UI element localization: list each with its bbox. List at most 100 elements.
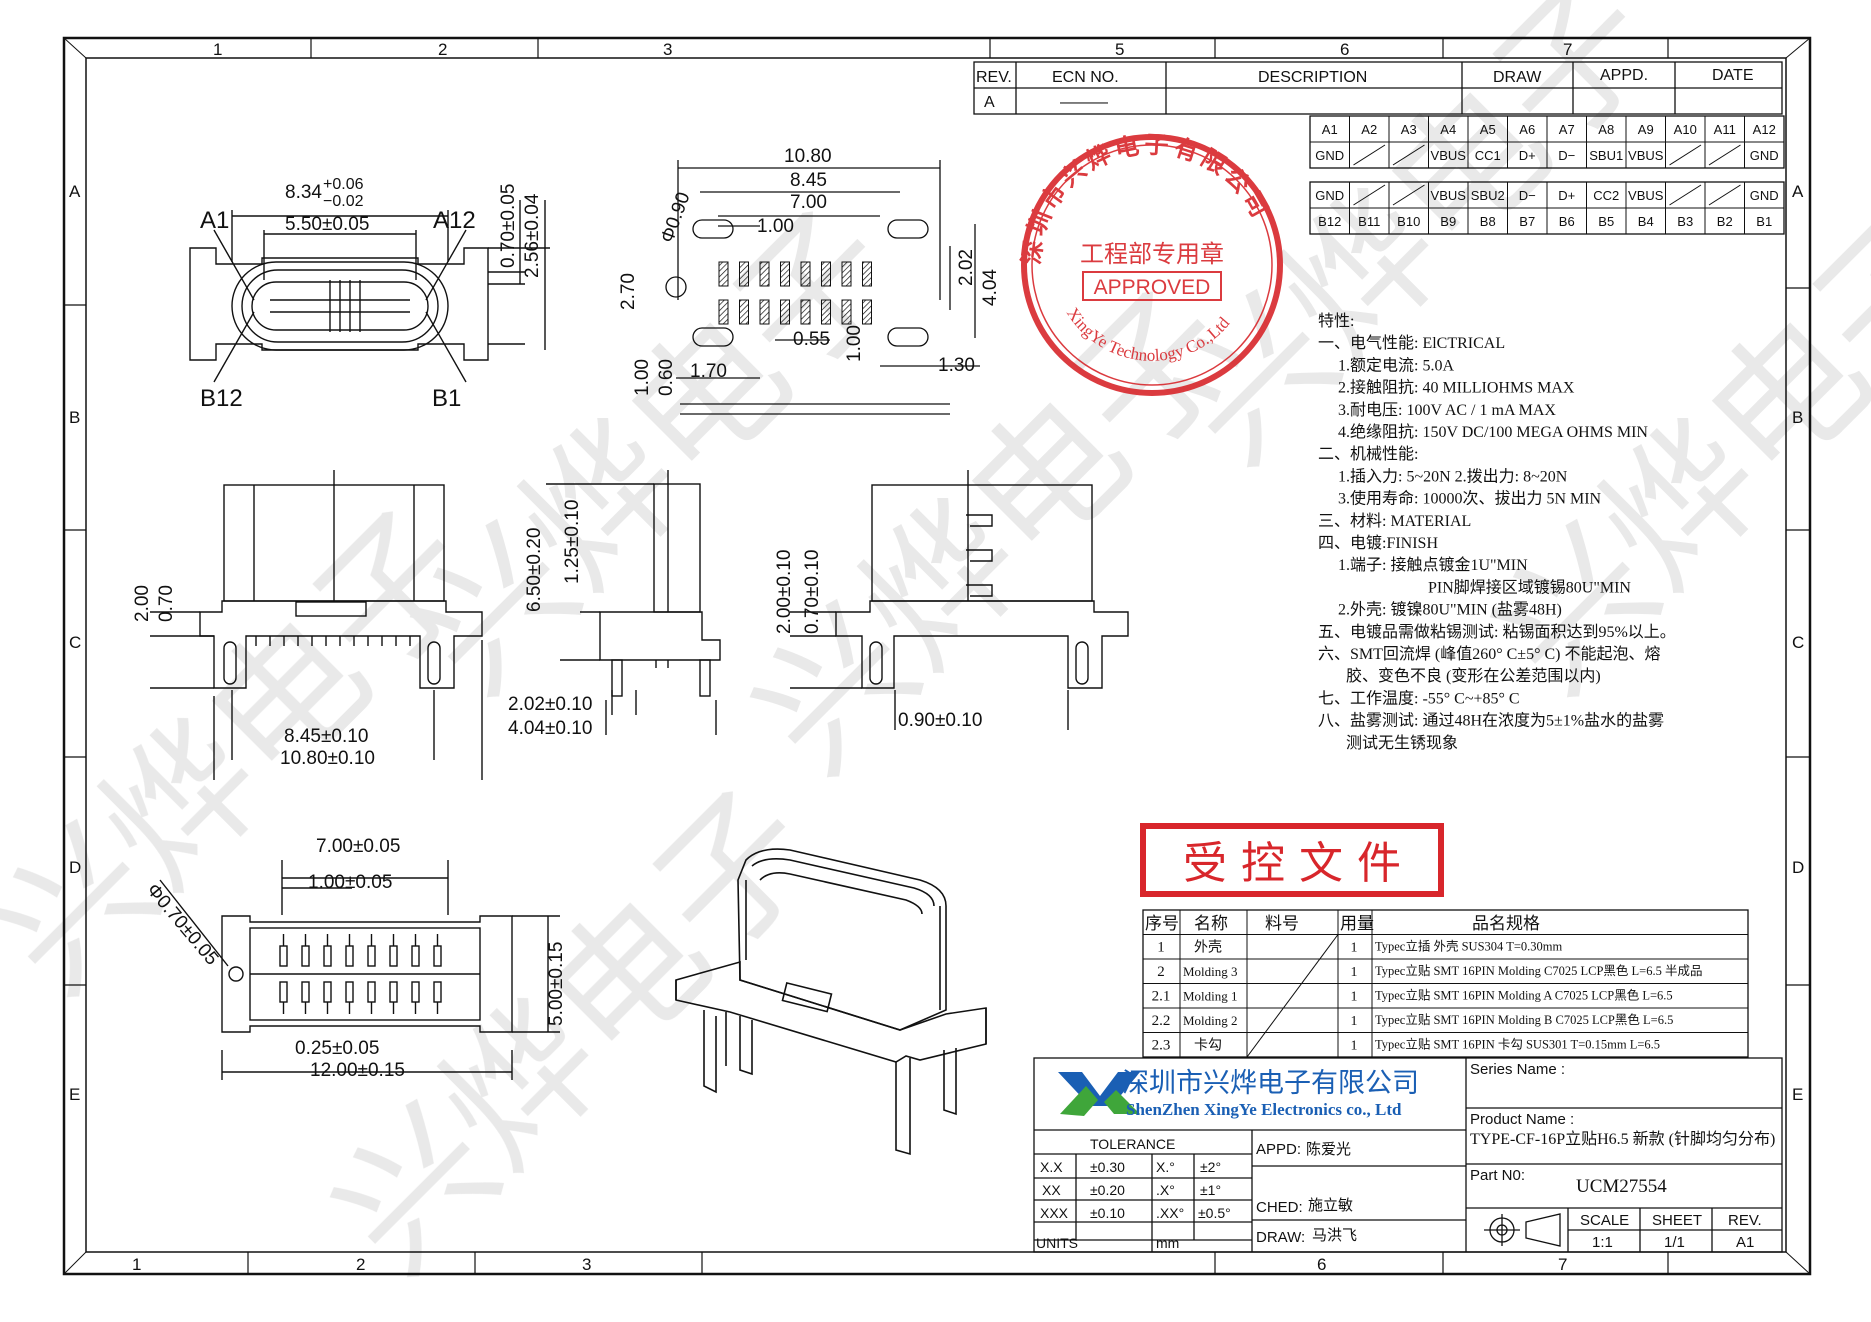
sv-dim-0-70b: 0.70±0.10 [802, 550, 823, 634]
footprint-pad [862, 261, 872, 287]
tol-cell: XX [1042, 1182, 1061, 1198]
pin-cell: VBUS [1628, 148, 1664, 163]
dim-2-56: 2.56±0.04 [522, 193, 543, 278]
col-label: 6 [1317, 1255, 1326, 1274]
draw-value: 马洪飞 [1312, 1227, 1357, 1244]
description-header: DESCRIPTION [1258, 69, 1367, 86]
company-name-en: ShenZhen XingYe Electronics co., Ltd [1126, 1100, 1402, 1119]
spec-line: 1.端子: 接触点镀金1U"MIN [1338, 556, 1528, 574]
spec-line: 2.接触阻抗: 40 MILLIOHMS MAX [1338, 379, 1575, 397]
scale-label: SCALE [1580, 1212, 1629, 1229]
pin-cell: B3 [1677, 214, 1693, 229]
ecn-header: ECN NO. [1052, 69, 1119, 86]
bv-dim-0-25: 0.25±0.05 [295, 1038, 379, 1059]
col-label: 6 [1340, 40, 1349, 59]
revision-table: REV. ECN NO. DESCRIPTION DRAW APPD. DATE… [973, 61, 1783, 115]
label-a12: A12 [433, 207, 476, 234]
footprint-pad [759, 299, 770, 325]
spec-line: 胶、变色不良 (变形在公差范围以内) [1346, 667, 1601, 685]
ecn-value: ——— [1060, 94, 1108, 111]
bottom-pin [345, 945, 354, 967]
pin-cell: GND [1315, 148, 1344, 163]
units-label: UNITS [1036, 1235, 1078, 1251]
row-label: D [69, 858, 81, 877]
footprint-pad [759, 261, 770, 287]
footprint-pad [780, 261, 790, 287]
sv-dim-10-80: 10.80±0.10 [280, 748, 375, 769]
sv-dim-4-04: 4.04±0.10 [508, 718, 592, 739]
pin-cell: B6 [1559, 214, 1575, 229]
front-view-labels: A1 A12 B12 B1 8.34 +0.06 −0.02 5.50±0.05… [200, 176, 543, 412]
spec-line: 3.耐电压: 100V AC / 1 mA MAX [1338, 401, 1556, 419]
spec-line: 1.额定电流: 5.0A [1338, 356, 1454, 374]
specifications: 特性: 一、电气性能: ElCTRICAL 1.额定电流: 5.0A 2.接触阻抗: … [1318, 312, 1676, 752]
row-label: A [69, 182, 81, 201]
pin-cell: A4 [1440, 122, 1456, 137]
spec-line: 一、电气性能: ElCTRICAL [1318, 334, 1505, 352]
side-view-labels: 2.00 0.70 8.45±0.10 10.80±0.10 6.50±0.20… [132, 500, 982, 769]
bom-cell: Typec立贴 SMT 16PIN Molding C7025 LCP黑色 L=… [1375, 963, 1703, 978]
pin-cell: VBUS [1431, 148, 1467, 163]
fp-dim-10-80: 10.80 [784, 146, 832, 167]
tol-cell: ±0.30 [1090, 1159, 1125, 1175]
appd-header: APPD. [1600, 67, 1648, 84]
sheet-value: 1/1 [1664, 1234, 1685, 1251]
appd-value: 陈爱光 [1306, 1140, 1351, 1158]
row-label: C [69, 633, 81, 652]
bom-cell: 1 [1351, 1039, 1358, 1054]
col-label: 7 [1563, 40, 1572, 59]
footprint-pad [821, 299, 831, 325]
pin-cell: D− [1519, 188, 1536, 203]
appd-label: APPD: [1256, 1141, 1301, 1158]
tolerance-label: TOLERANCE [1090, 1136, 1175, 1152]
bom-cell: 1 [1351, 1014, 1358, 1029]
pin-cell: VBUS [1431, 188, 1467, 203]
footprint-pad [821, 261, 831, 287]
bottom-pin [389, 981, 398, 1003]
sheet-frame [62, 36, 1812, 1276]
sv-dim-2-00: 2.00 [132, 585, 153, 622]
fp-dim-2-70: 2.70 [618, 273, 639, 310]
bom-cell: 1 [1351, 965, 1358, 980]
footprint-pad [718, 261, 729, 287]
bom-cell: 2 [1157, 964, 1165, 980]
spec-line: 特性: [1318, 312, 1354, 330]
col-label: 3 [663, 40, 672, 59]
pin-empty-slash [1669, 184, 1702, 206]
spec-line: 测试无生锈现象 [1346, 734, 1458, 752]
sv-dim-2-00b: 2.00±0.10 [774, 550, 795, 634]
tol-cell: .X° [1156, 1182, 1175, 1198]
pin-cell: B8 [1480, 214, 1496, 229]
spec-line: 四、电镀:FINISH [1318, 534, 1438, 552]
spec-line: 二、机械性能: [1318, 445, 1418, 463]
draw-label: DRAW: [1256, 1229, 1305, 1246]
label-a1: A1 [200, 207, 229, 234]
pin-empty-slash [1708, 144, 1741, 166]
pin-cell: B2 [1717, 214, 1733, 229]
pin-cell: SBU2 [1471, 188, 1505, 203]
bom-header: 名称 [1194, 914, 1228, 933]
tol-cell: XXX [1040, 1205, 1069, 1221]
sheet-label: SHEET [1652, 1212, 1702, 1229]
col-label: 2 [356, 1255, 365, 1274]
bottom-pin [323, 981, 332, 1003]
sv-dim-2-02: 2.02±0.10 [508, 694, 592, 715]
dim-0-70: 0.70±0.05 [498, 184, 519, 268]
product-label: Product Name : [1470, 1111, 1574, 1128]
title-block: 深圳市兴烨电子有限公司 ShenZhen XingYe Electronics … [1033, 1057, 1783, 1253]
pin-cell: A2 [1361, 122, 1377, 137]
sv-dim-1-25: 1.25±0.10 [562, 500, 583, 584]
fp-dim-8-45: 8.45 [790, 170, 827, 191]
pin-cell: B7 [1519, 214, 1535, 229]
fp-dim-0-55: 0.55 [793, 329, 830, 350]
pin-cell: A12 [1753, 122, 1776, 137]
side-view-left [150, 470, 483, 780]
bv-dim-7-00: 7.00±0.05 [316, 836, 400, 857]
pin-cell: VBUS [1628, 188, 1664, 203]
pin-cell: GND [1750, 148, 1779, 163]
pin-cell: GND [1315, 188, 1344, 203]
company-name-cn: 深圳市兴烨电子有限公司 [1122, 1068, 1419, 1099]
footprint-pad [739, 299, 749, 325]
